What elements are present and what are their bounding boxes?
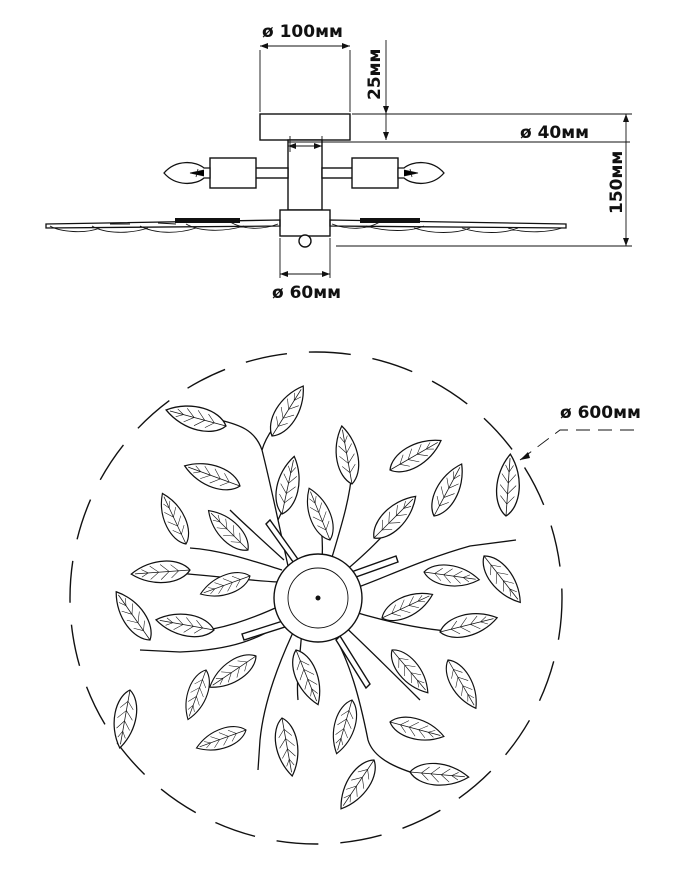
canopy-diameter-dimension: ø 100мм: [259, 22, 351, 112]
right-socket: [351, 157, 399, 189]
canopy-height-label: 25мм: [365, 49, 385, 100]
right-bulb: [397, 161, 445, 185]
side-view: ø 100мм 25мм ø 40мм 150мм ø 60мм: [45, 22, 632, 303]
top-hub-inner: [287, 567, 349, 629]
canopy: [259, 113, 351, 141]
side-leaf-band-right: [329, 218, 567, 233]
top-hub-center: [315, 595, 321, 601]
left-arm: [253, 167, 289, 179]
overall-diameter-circle: [69, 351, 563, 845]
left-bulb: [163, 161, 211, 185]
finial: [298, 234, 312, 248]
overall-diameter-dimension: ø 600мм: [519, 403, 641, 461]
stem-diameter-label: ø 40мм: [520, 123, 589, 143]
overall-diameter-label: ø 600мм: [560, 403, 641, 423]
hub: [279, 209, 331, 237]
stem-diameter-dimension: ø 40мм: [288, 123, 630, 152]
top-view: ø 600мм: [69, 351, 641, 845]
total-height-label: 150мм: [607, 151, 627, 214]
total-height-dimension: 150мм: [336, 113, 632, 247]
side-leaf-band-left: [45, 218, 281, 233]
hub-diameter-dimension: ø 60мм: [272, 238, 341, 303]
canopy-diameter-label: ø 100мм: [262, 22, 343, 42]
stem: [287, 139, 323, 211]
right-arm: [321, 167, 357, 179]
canopy-height-dimension: 25мм: [352, 40, 389, 140]
hub-diameter-label: ø 60мм: [272, 283, 341, 303]
left-socket: [209, 157, 257, 189]
